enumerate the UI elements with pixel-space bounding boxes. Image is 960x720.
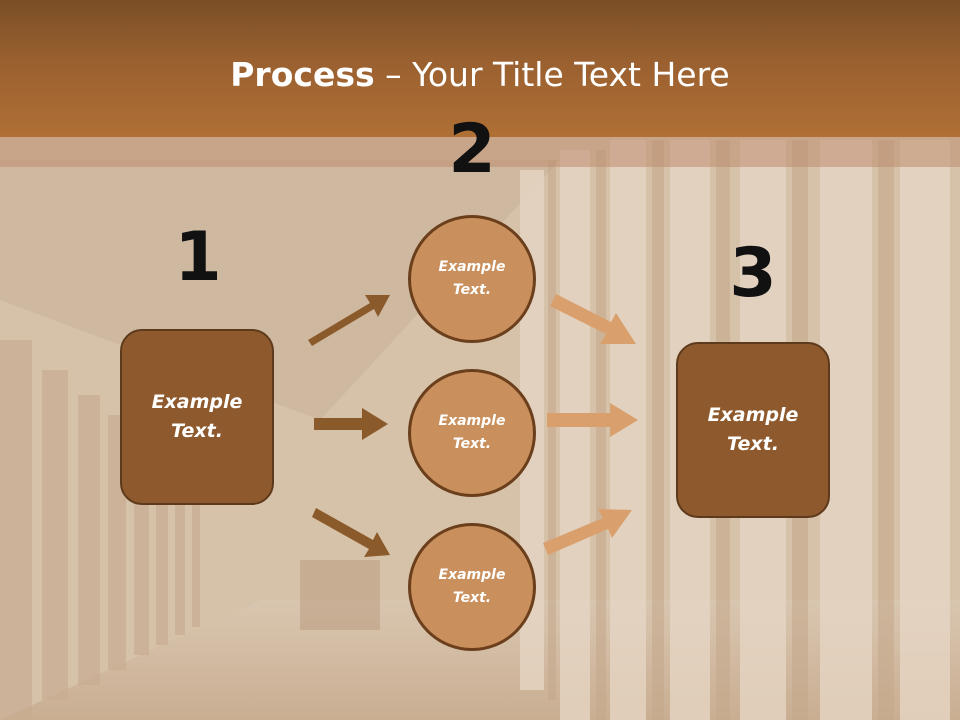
circle-top-line2: Text. xyxy=(452,282,492,298)
step-number-2: 2 xyxy=(448,110,496,189)
arrow-mid-light xyxy=(547,403,638,437)
start-box-line2: Text. xyxy=(171,420,223,442)
circle-middle-line1: Example xyxy=(438,413,506,429)
circle-middle-line2: Text. xyxy=(452,436,492,452)
end-box-line2: Text. xyxy=(727,433,779,455)
title-bold: Process xyxy=(230,55,375,94)
start-box-line1: Example xyxy=(151,391,243,413)
circle-bottom: Example Text. xyxy=(408,523,536,651)
circle-top: Example Text. xyxy=(408,215,536,343)
circle-bottom-line2: Text. xyxy=(452,590,492,606)
end-box: Example Text. xyxy=(676,342,830,518)
step-number-1: 1 xyxy=(174,218,222,297)
step-number-3: 3 xyxy=(729,234,777,313)
arrow-down-light xyxy=(543,509,632,555)
circle-bottom-line1: Example xyxy=(438,567,506,583)
header-band xyxy=(0,137,960,167)
arrow-down-dark xyxy=(312,508,390,557)
start-box: Example Text. xyxy=(120,329,274,505)
title-rest: – Your Title Text Here xyxy=(374,55,730,94)
arrow-up-light xyxy=(550,294,636,344)
circle-top-line1: Example xyxy=(438,259,506,275)
end-box-line1: Example xyxy=(707,404,799,426)
header-bar xyxy=(0,0,960,137)
arrow-up-dark xyxy=(308,295,390,346)
circle-middle: Example Text. xyxy=(408,369,536,497)
slide-title: Process – Your Title Text Here xyxy=(0,50,960,100)
arrow-mid-dark xyxy=(314,408,388,440)
